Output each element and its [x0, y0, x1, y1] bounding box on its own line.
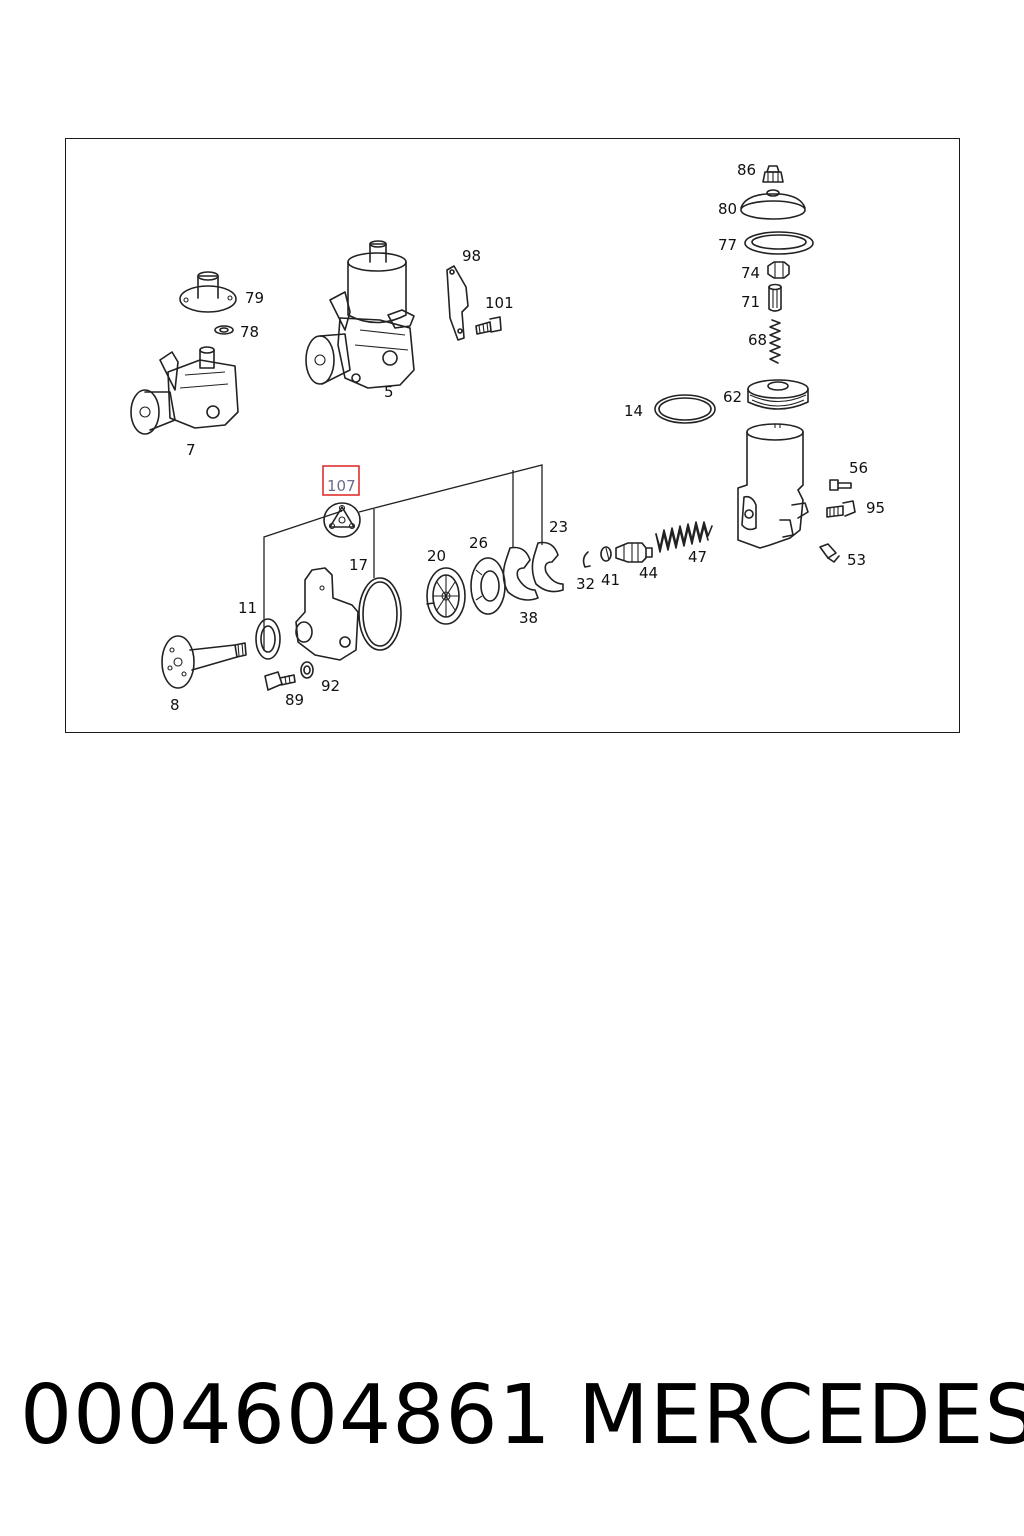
callout-17: 17 — [349, 556, 368, 574]
callout-95: 95 — [866, 499, 885, 517]
part-14-o-ring — [654, 394, 716, 424]
brand-name: MERCEDES — [578, 1368, 1024, 1463]
callout-89: 89 — [285, 691, 304, 709]
callout-14: 14 — [624, 402, 643, 420]
part-98-bracket — [446, 265, 469, 341]
callout-41: 41 — [601, 571, 620, 589]
part-47-spring — [655, 521, 713, 553]
callout-79: 79 — [245, 289, 264, 307]
highlight-box — [322, 465, 360, 496]
callout-20: 20 — [427, 547, 446, 565]
callout-26: 26 — [469, 534, 488, 552]
callout-5: 5 — [384, 383, 394, 401]
callout-23: 23 — [549, 518, 568, 536]
part-79-flange — [179, 271, 237, 313]
part-86-cap-nut — [762, 165, 784, 183]
part-68-spring — [769, 319, 781, 364]
callout-8: 8 — [170, 696, 180, 714]
callout-78: 78 — [240, 323, 259, 341]
part-101-bolt — [475, 316, 502, 335]
callout-11: 11 — [238, 599, 257, 617]
part-78-washer — [214, 325, 234, 335]
callout-44: 44 — [639, 564, 658, 582]
part-17-o-ring — [358, 577, 402, 651]
part-20-rotor — [426, 567, 466, 625]
leader-lines — [263, 464, 543, 651]
diagram-frame — [65, 138, 960, 733]
callout-86: 86 — [737, 161, 756, 179]
part-74-nut — [767, 261, 790, 279]
part-5-pump-with-reservoir — [305, 240, 415, 389]
part-7-pump-assembly — [130, 346, 239, 435]
callout-68: 68 — [748, 331, 767, 349]
part-53-plug — [819, 543, 840, 563]
callout-7: 7 — [186, 441, 196, 459]
callout-62: 62 — [723, 388, 742, 406]
part-26-cam-ring — [470, 557, 506, 615]
callout-53: 53 — [847, 551, 866, 569]
part-62-valve-disc — [747, 379, 809, 410]
part-41-circlip — [600, 546, 612, 562]
caption: 0004604861 MERCEDES — [0, 1368, 1024, 1478]
callout-38: 38 — [519, 609, 538, 627]
exploded-parts-diagram: 86 80 77 74 71 68 62 14 98 101 79 78 5 7… — [130, 161, 885, 714]
part-95-bolt — [826, 500, 856, 518]
callout-56: 56 — [849, 459, 868, 477]
callout-98: 98 — [462, 247, 481, 265]
part-8-shaft — [161, 635, 247, 689]
callout-77: 77 — [718, 236, 737, 254]
part-92-washer — [300, 661, 314, 679]
part-32-clip — [582, 551, 591, 568]
callout-74: 74 — [741, 264, 760, 282]
callout-92: 92 — [321, 677, 340, 695]
callout-47: 47 — [688, 548, 707, 566]
part-38-plate — [502, 546, 539, 601]
part-71-sleeve — [768, 283, 782, 312]
part-80-cover — [740, 189, 806, 220]
part-56-screw — [829, 479, 852, 491]
part-89-bolt — [264, 671, 296, 691]
part-number: 0004604861 — [20, 1368, 552, 1463]
callout-101: 101 — [485, 294, 514, 312]
callout-107: 107 — [327, 477, 356, 495]
callout-labels: 86 80 77 74 71 68 62 14 98 101 79 78 5 7… — [170, 161, 885, 714]
part-reservoir-housing — [737, 423, 809, 549]
callout-80: 80 — [718, 200, 737, 218]
callout-32: 32 — [576, 575, 595, 593]
part-11-seal — [255, 618, 281, 660]
part-44-valve — [615, 542, 653, 563]
part-107-plate — [323, 502, 361, 538]
callout-71: 71 — [741, 293, 760, 311]
part-23-plate — [531, 541, 564, 593]
part-77-ring — [744, 231, 814, 255]
part-pump-housing — [295, 567, 359, 661]
